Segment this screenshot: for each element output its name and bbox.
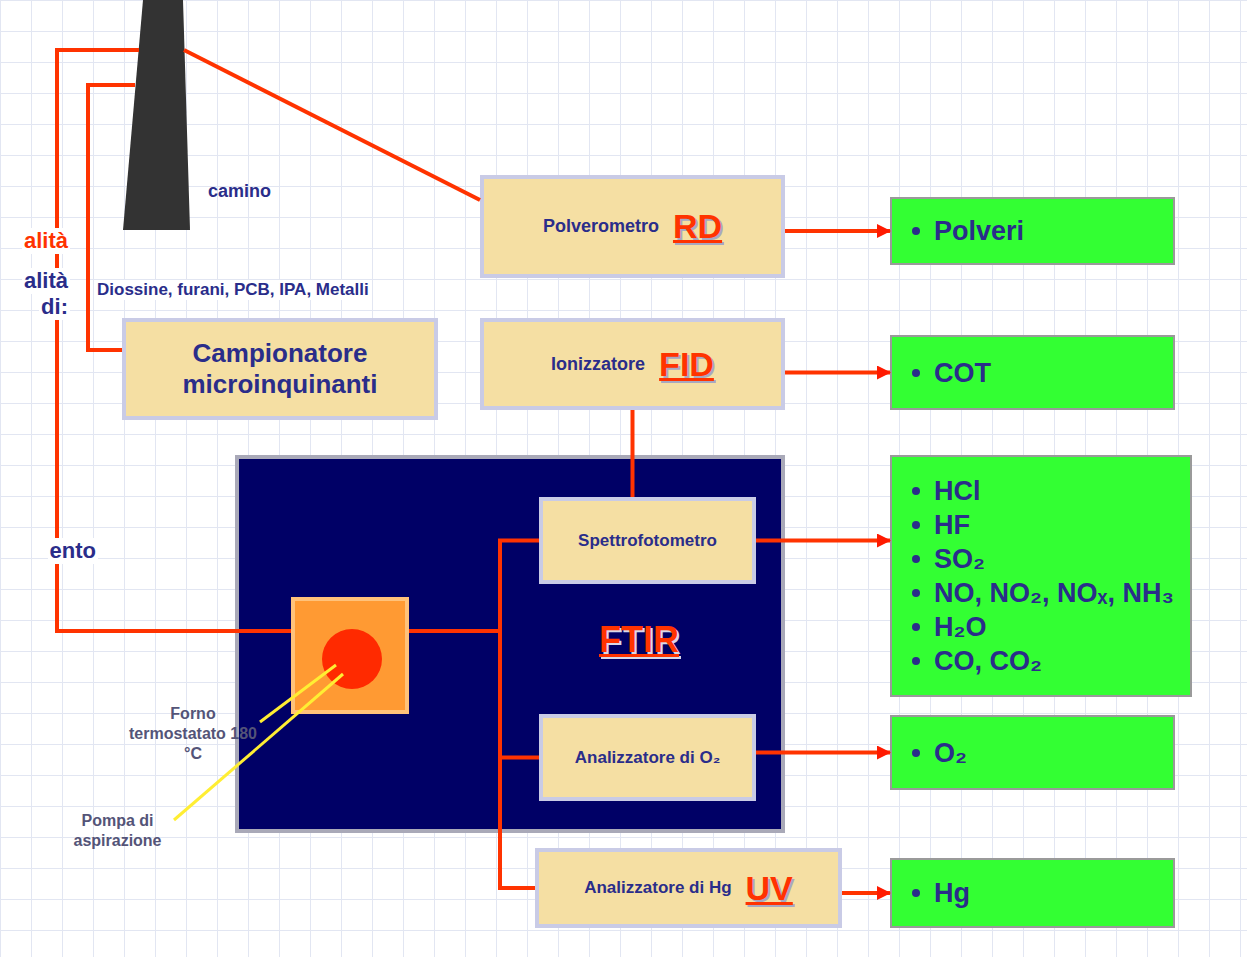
instrument-box: Analizzatore di Hg UV [535,848,842,928]
instrument-box: Analizzatore di O₂ [539,714,756,801]
measured-parameter: H₂O [934,610,987,644]
box-label: Analizzatore di Hg [584,878,731,898]
box-label: Spettrofotometro [578,531,717,551]
bullet-item: CO, CO₂ [912,644,1174,678]
measured-parameter: Hg [934,876,970,910]
bullet-item: Hg [912,876,1157,910]
box-label: Campionatore microinquinanti [140,338,420,400]
connector-line [88,85,135,350]
leader-line [174,674,343,820]
output-box: COT [890,335,1175,410]
measured-parameter: NO, NO₂, NOₓ, NH₃ [934,576,1174,610]
instrument-box: Polverometro RD [480,175,785,278]
connector-line [409,631,535,888]
box-label: Analizzatore di O₂ [575,748,720,768]
chimney-label: camino [208,181,271,202]
instrument-box: Spettrofotometro [539,497,756,584]
connector-line [409,631,539,758]
side-label: alità [22,228,70,254]
chimney-shape [123,0,190,230]
side-label: alità [22,268,70,294]
measured-parameter: HF [934,508,970,542]
bullet-item: COT [912,356,1157,390]
connector-arrow [756,539,890,543]
side-label: Diossine, furani, PCB, IPA, Metalli [95,280,371,300]
measured-parameter: COT [934,356,991,390]
bullet-dot [912,657,920,665]
measured-parameter: HCl [934,474,981,508]
oven-box: Forno termostatato 180 °CPompa di aspira… [291,597,409,714]
output-box: Polveri [890,197,1175,265]
bullet-dot [912,889,920,897]
bullet-dot [912,623,920,631]
panel-title: FTIR [599,619,679,661]
ftir-panel: FTIR Forno termostatato 180 °CPompa di as… [235,455,785,833]
connector-line [631,410,635,497]
box-label: Polverometro [543,216,659,237]
bullet-dot [912,589,920,597]
box-label: Ionizzatore [551,354,645,375]
callout-label: Pompa di aspirazione [55,811,180,851]
output-box: HClHFSO₂NO, NO₂, NOₓ, NH₃H₂OCO, CO₂ [890,455,1192,697]
measured-parameter: SO₂ [934,542,985,576]
side-label: ento [48,538,98,564]
bullet-item: H₂O [912,610,1174,644]
chimney: camino [123,0,190,230]
instrument-box: Ionizzatore FID [480,318,785,410]
sampler-box: Campionatore microinquinanti [122,318,438,420]
bullet-item: Polveri [912,214,1157,248]
connector-line [57,50,291,631]
bullet-item: HCl [912,474,1174,508]
bullet-dot [912,555,920,563]
bullet-dot [912,749,920,757]
connector-arrow [785,371,890,375]
measured-parameter: Polveri [934,214,1024,248]
output-box: Hg [890,858,1175,928]
connector-line [409,541,539,632]
connector-arrow [842,891,890,895]
output-box: O₂ [890,715,1175,790]
measured-parameter: CO, CO₂ [934,644,1042,678]
leader-line [260,665,336,722]
connector-arrow [756,751,890,755]
bullet-item: NO, NO₂, NOₓ, NH₃ [912,576,1174,610]
callout-label: Forno termostatato 180 °C [123,704,263,764]
bullet-dot [912,227,920,235]
method-acronym: UV [746,869,793,908]
bullet-dot [912,521,920,529]
connector-arrow [785,229,890,233]
measured-parameter: O₂ [934,736,967,770]
method-acronym: FID [659,345,714,384]
pump-circle [295,601,405,711]
side-label: di: [39,294,70,320]
bullet-item: O₂ [912,736,1157,770]
bullet-dot [912,369,920,377]
method-acronym: RD [673,207,722,246]
bullet-item: HF [912,508,1174,542]
bullet-item: SO₂ [912,542,1174,576]
connector-line [184,50,480,200]
bullet-dot [912,487,920,495]
